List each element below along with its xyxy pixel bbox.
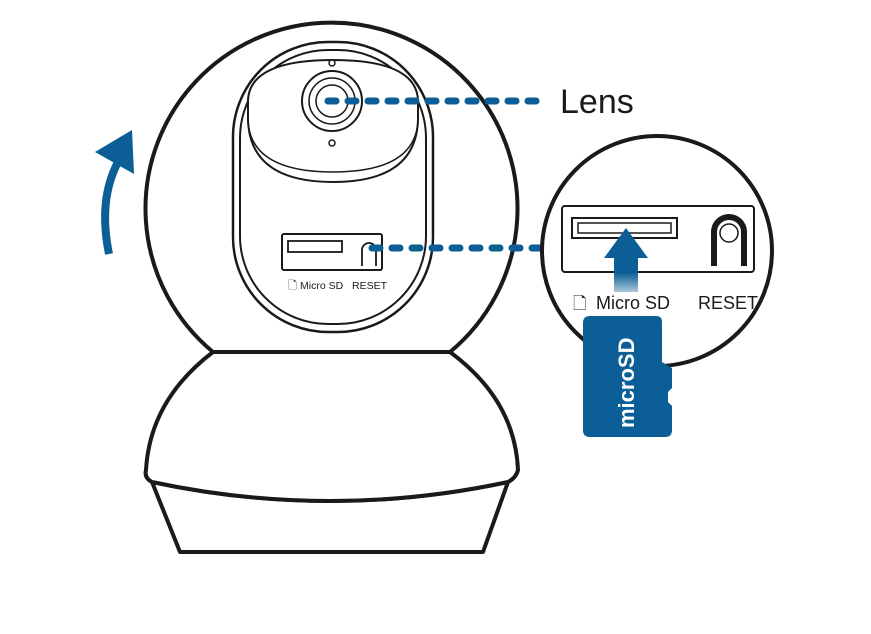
bottom-mic-dot — [328, 139, 336, 147]
reset-button-large[interactable] — [711, 214, 747, 266]
microsd-card — [583, 316, 672, 437]
rotate-arrow-icon — [101, 160, 122, 255]
file-icon-small: 🗋 — [288, 280, 297, 292]
file-icon-large: 🗋 — [573, 294, 587, 313]
camera-neck — [143, 350, 520, 503]
microsd-card-text: microSD — [614, 338, 639, 428]
top-led-dot — [328, 59, 336, 67]
lens-label: Lens — [560, 83, 634, 121]
sd-slot-small[interactable] — [287, 240, 343, 253]
insert-arrow-icon — [604, 228, 648, 292]
micro-sd-label-large: Micro SD — [596, 293, 670, 313]
reset-label-small: RESET — [352, 280, 388, 292]
micro-sd-label-small: Micro SD — [300, 280, 344, 292]
reset-label-large: RESET — [698, 293, 758, 313]
